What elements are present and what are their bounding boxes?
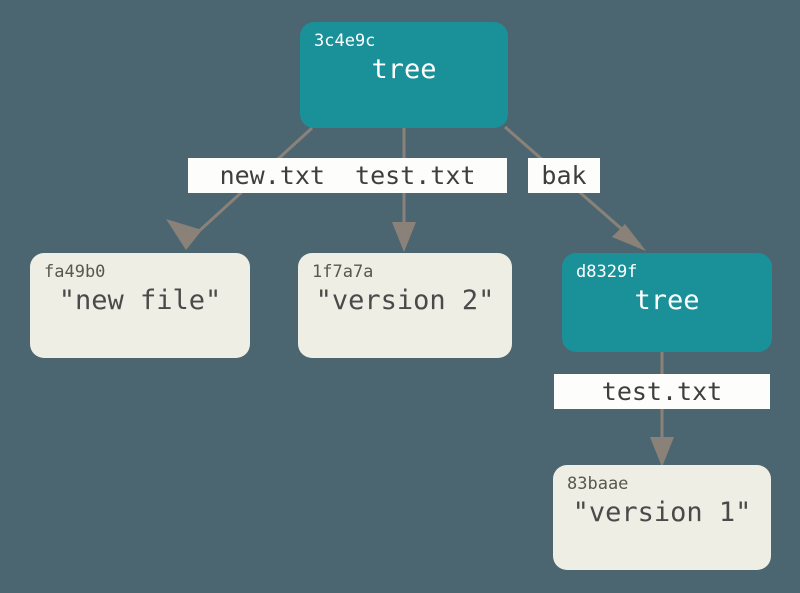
edge-label-test-txt: test.txt	[554, 374, 770, 409]
node-root-tree[interactable]: 3c4e9c tree	[300, 22, 508, 128]
edge-sub-tree-to-version-1	[650, 352, 674, 467]
node-blob-new-file[interactable]: fa49b0 "new file"	[30, 253, 250, 358]
node-hash: fa49b0	[44, 262, 106, 282]
node-title: "version 1"	[572, 497, 752, 528]
node-blob-version-1[interactable]: 83baae "version 1"	[553, 465, 771, 570]
edge-label-files: new.txt test.txt	[188, 158, 507, 193]
node-title: tree	[371, 54, 437, 85]
edge-label-bak: bak	[528, 158, 600, 193]
node-hash: 83baae	[567, 474, 629, 494]
node-hash: 3c4e9c	[314, 31, 376, 51]
node-title: tree	[634, 285, 700, 316]
node-hash: 1f7a7a	[312, 262, 374, 282]
node-blob-version-2[interactable]: 1f7a7a "version 2"	[298, 253, 512, 358]
node-sub-tree[interactable]: d8329f tree	[562, 253, 772, 352]
node-title: "version 2"	[315, 285, 495, 316]
node-title: "new file"	[58, 285, 222, 316]
node-hash: d8329f	[576, 262, 638, 282]
